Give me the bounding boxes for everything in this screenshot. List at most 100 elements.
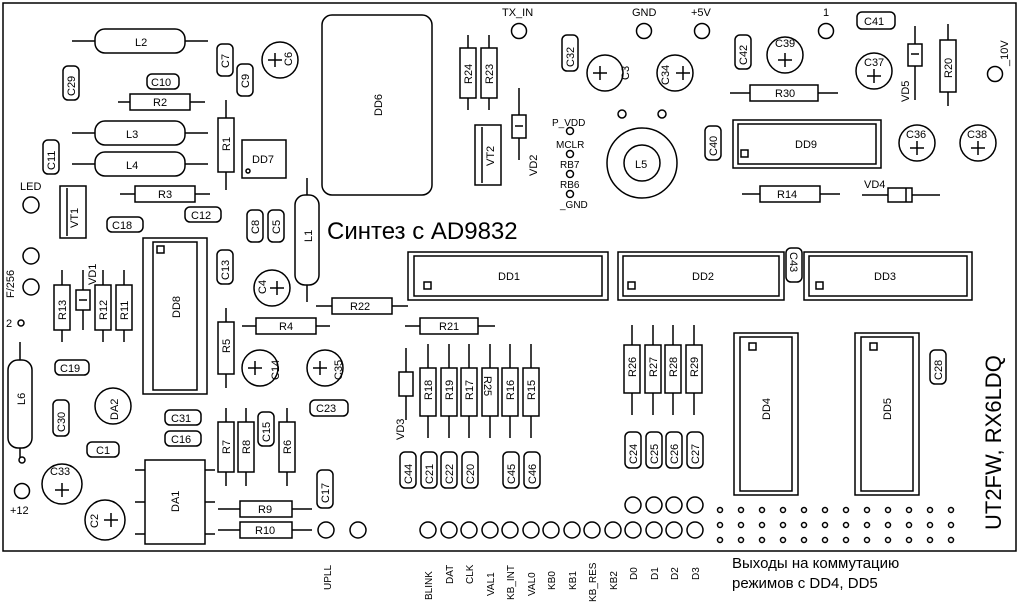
svg-text:R27: R27 <box>648 357 660 377</box>
svg-text:R16: R16 <box>505 380 517 400</box>
svg-text:R25: R25 <box>481 376 493 396</box>
pad-d3-b <box>686 496 704 514</box>
pad-10v[interactable] <box>986 65 1004 83</box>
pad-d0-b <box>624 496 642 514</box>
pad-kb0 <box>542 521 560 539</box>
svg-text:C13: C13 <box>220 260 232 280</box>
matrix-pad <box>863 536 871 544</box>
svg-text:R23: R23 <box>484 64 496 84</box>
svg-text:DA1: DA1 <box>170 491 182 512</box>
pin-label-val0: VAL0 <box>527 572 538 596</box>
pin-label-clk: CLK <box>465 564 476 584</box>
resistor-r28: R28 <box>664 325 682 415</box>
pad-5v[interactable] <box>693 22 711 40</box>
capacitor-c2: C2 <box>84 499 126 541</box>
resistor-r15: R15 <box>522 344 540 438</box>
matrix-pad <box>800 506 808 514</box>
pad-d1-b <box>645 496 663 514</box>
resistor-r23: R23 <box>480 35 498 110</box>
resistor-r11: R11 <box>115 270 133 342</box>
svg-text:R21: R21 <box>439 321 459 333</box>
matrix-pad <box>842 521 850 529</box>
matrix-pad <box>842 536 850 544</box>
svg-text:C23: C23 <box>316 403 336 415</box>
pad-1[interactable] <box>817 22 835 40</box>
svg-text:C21: C21 <box>424 464 436 484</box>
resistor-r30: R30 <box>730 84 838 102</box>
diode-vd4: VD4 <box>862 179 940 203</box>
pin-label-1: 1 <box>823 7 829 19</box>
svg-text:R3: R3 <box>158 189 172 201</box>
capacitor-c30: C30 <box>52 399 70 437</box>
capacitor-c39: C39 <box>766 36 804 74</box>
pin-label-val1: VAL1 <box>486 572 497 596</box>
pad-kb1 <box>563 521 581 539</box>
svg-text:C26: C26 <box>669 444 681 464</box>
capacitor-c23: C23 <box>309 399 349 417</box>
svg-text:R24: R24 <box>463 64 475 84</box>
resistor-r3: R3 <box>120 185 210 203</box>
pad-tx-in[interactable] <box>510 22 528 40</box>
capacitor-c37: C37 <box>855 52 893 90</box>
svg-text:C10: C10 <box>151 77 171 89</box>
matrix-pad <box>779 506 787 514</box>
pad-spare <box>349 521 367 539</box>
svg-text:R4: R4 <box>279 321 293 333</box>
resistor-r2: R2 <box>118 93 205 111</box>
matrix-pad <box>821 506 829 514</box>
pin-label-d0: D0 <box>629 567 640 580</box>
ic-dd6: DD6 <box>321 14 433 196</box>
svg-text:C12: C12 <box>191 210 211 222</box>
svg-text:R11: R11 <box>119 301 131 320</box>
ic-dd7: DD7 <box>241 139 287 179</box>
svg-text:C34: C34 <box>660 65 672 85</box>
matrix-pad <box>779 521 787 529</box>
capacitor-c12: C12 <box>184 206 222 223</box>
pin-label-rb6: RB6 <box>560 180 580 191</box>
f256-pad-1[interactable] <box>22 247 40 265</box>
matrix-pad <box>842 506 850 514</box>
capacitor-c20: C20 <box>461 451 479 489</box>
svg-text:R5: R5 <box>221 339 233 353</box>
diode-vd1: VD1 <box>75 264 99 330</box>
svg-text:C1: C1 <box>96 445 110 457</box>
capacitor-c19: C19 <box>54 359 90 376</box>
capacitor-c24: C24 <box>624 431 642 469</box>
svg-text:C25: C25 <box>649 444 661 464</box>
f256-pad-2[interactable] <box>22 278 40 296</box>
matrix-pad <box>863 506 871 514</box>
svg-text:C41: C41 <box>864 16 884 28</box>
pin-label-d2: D2 <box>670 567 681 580</box>
bottom-pin-labels: UPLL BLINK DAT CLK VAL1 KB_INT VAL0 KB0 … <box>323 562 702 602</box>
pad-gnd[interactable] <box>635 22 653 40</box>
pad-clk <box>460 521 478 539</box>
pad-12v[interactable] <box>13 482 31 500</box>
pad-2[interactable] <box>17 319 25 327</box>
svg-text:C8: C8 <box>250 220 262 234</box>
pin-label-kb-int: KB_INT <box>506 565 517 600</box>
svg-text:DD1: DD1 <box>498 271 520 283</box>
svg-text:C27: C27 <box>690 444 702 464</box>
matrix-pad <box>779 536 787 544</box>
pad-small-l6[interactable] <box>18 456 26 464</box>
svg-text:DD6: DD6 <box>373 94 385 116</box>
pad-val1 <box>481 521 499 539</box>
resistor-r26: R26 <box>623 325 641 415</box>
led-pad[interactable] <box>22 196 40 214</box>
svg-text:L1: L1 <box>303 230 315 242</box>
pin-label-10v: _10V <box>999 40 1011 67</box>
svg-text:C44: C44 <box>403 464 415 484</box>
svg-text:C29: C29 <box>66 76 78 96</box>
svg-text:DD5: DD5 <box>882 398 894 420</box>
svg-text:C20: C20 <box>465 464 477 484</box>
svg-text:C7: C7 <box>220 54 232 68</box>
svg-text:DA2: DA2 <box>109 399 121 420</box>
resistor-r1: R1 <box>217 100 235 190</box>
capacitor-c32: C32 <box>561 34 579 72</box>
ic-dd1: DD1 <box>407 251 609 301</box>
resistor-r14: R14 <box>742 185 840 203</box>
svg-text:C2: C2 <box>89 514 101 528</box>
resistor-r6: R6 <box>278 408 296 486</box>
pin-label-gnd-prog: _GND <box>559 200 588 211</box>
